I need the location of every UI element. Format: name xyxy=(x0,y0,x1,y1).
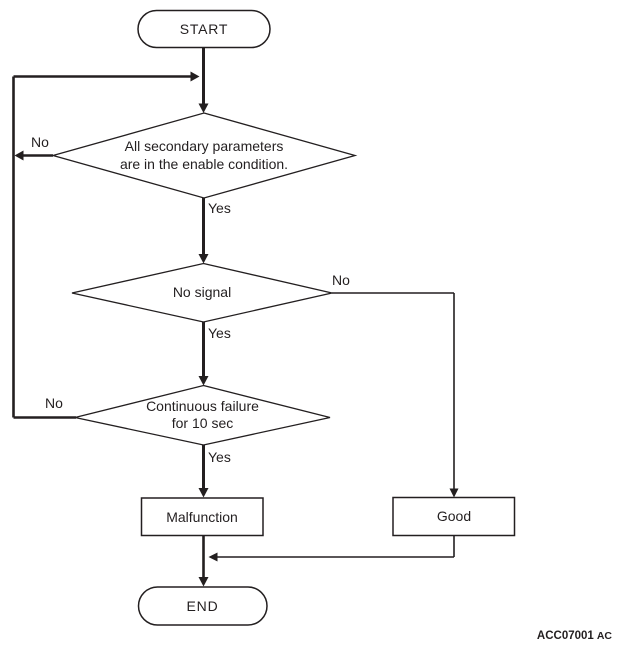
decision2-yes-label: Yes xyxy=(208,325,231,341)
arrowhead-decision1-icon xyxy=(198,103,209,113)
arrowhead-good-icon xyxy=(449,488,459,498)
end-node-label: END xyxy=(186,598,219,614)
feedback-arrowhead-icon xyxy=(190,71,200,82)
decision1-shape xyxy=(50,112,358,199)
decision1-line1: All secondary parameters xyxy=(124,138,284,154)
malfunction-box-shape xyxy=(140,497,264,537)
figure-code-suffix: AC xyxy=(596,630,612,642)
arrowhead-end-icon xyxy=(198,577,209,587)
decision3-yes-label: Yes xyxy=(208,449,231,465)
decision3-shape xyxy=(74,384,331,446)
figure-code-main: ACC07001 xyxy=(536,630,594,642)
start-node-label: START xyxy=(179,20,229,37)
decision3-text: Continuous failure for 10 sec xyxy=(75,385,330,445)
decision1-no-label: No xyxy=(31,134,49,150)
decision2-text: No signal xyxy=(72,263,332,322)
decision2-shape xyxy=(71,262,333,323)
decision1-no-arrowhead-icon xyxy=(14,150,24,161)
end-node-shape xyxy=(137,586,268,626)
decision3-line1: Continuous failure xyxy=(146,397,259,414)
start-node-shape xyxy=(137,9,271,49)
malfunction-box-label: Malfunction xyxy=(166,508,238,525)
decision1-yes-label: Yes xyxy=(208,200,231,216)
good-junction-arrowhead-icon xyxy=(208,552,218,562)
arrowhead-malfunction-icon xyxy=(198,488,209,498)
decision3-no-label: No xyxy=(45,395,63,411)
arrowhead-decision3-icon xyxy=(198,376,209,386)
decision3-line2: for 10 sec xyxy=(171,415,234,431)
good-box-label: Good xyxy=(436,508,472,524)
decision2-no-label: No xyxy=(332,272,350,288)
figure-code: ACC07001 AC xyxy=(537,630,612,642)
arrowhead-decision2-icon xyxy=(198,254,209,264)
decision2-line1: No signal xyxy=(172,283,232,300)
decision1-line2: are in the enable condition. xyxy=(119,155,289,172)
good-box-shape xyxy=(392,496,516,537)
decision1-text: All secondary parameters are in the enab… xyxy=(53,113,355,198)
